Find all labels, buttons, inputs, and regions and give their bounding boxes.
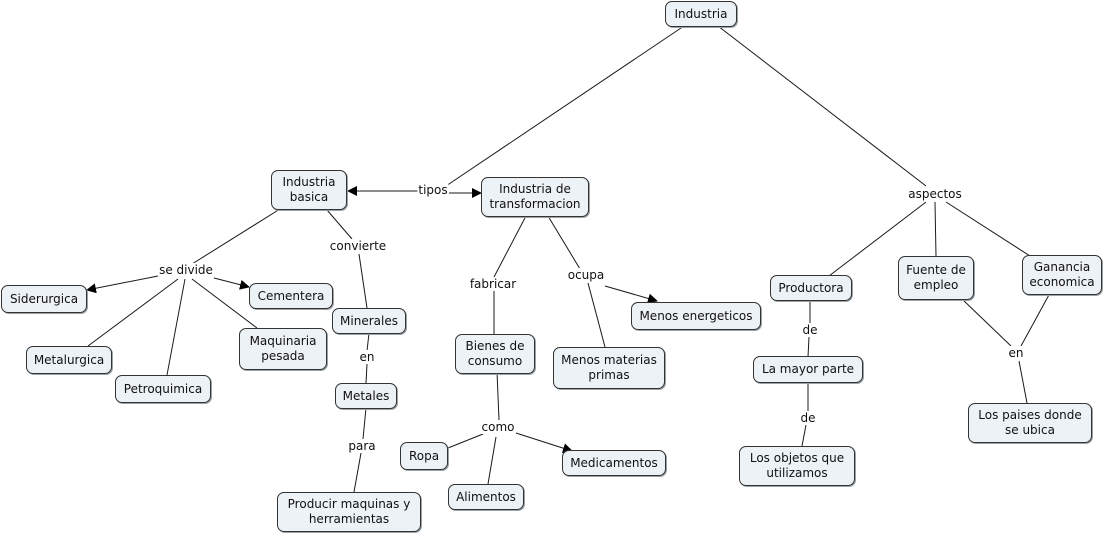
edge-aspectos-ganancia [945,201,1031,257]
edge-como-medicamentos [515,432,573,454]
edge-aspectos-fuente [934,201,937,257]
node-paises-ubica[interactable]: Los paises donde se ubica [968,403,1092,443]
edge-industria-tipos [445,25,685,187]
node-menos-energeticos[interactable]: Menos energeticos [631,302,761,330]
edge-ocupa-menos-energeticos [604,285,658,304]
node-siderurgica[interactable]: Siderurgica [1,285,87,313]
node-metales[interactable]: Metales [335,383,397,409]
link-en-paises[interactable]: en [1007,346,1025,360]
edge-de-mayor-parte [807,336,810,358]
edge-de-objetos [801,424,807,447]
edge-en-metales [365,363,368,384]
edge-transformacion-fabricar [493,215,527,278]
edge-minerales-en [366,332,370,352]
edge-ocupa-menos-materias [587,282,606,348]
link-para[interactable]: para [347,439,377,453]
node-industria-basica[interactable]: Industria basica [271,170,347,210]
edge-convierte-minerales [358,253,368,309]
edge-metales-para [362,407,367,440]
edge-se-divide-cementera [213,277,250,290]
edge-se-divide-siderurgica [86,275,159,294]
edge-industria-aspectos [717,25,927,187]
edge-basica-se-divide [191,208,281,265]
node-metalurgica[interactable]: Metalurgica [26,346,112,374]
node-industria-transformacion[interactable]: Industria de transformacion [481,177,589,217]
node-mayor-parte[interactable]: La mayor parte [753,356,863,383]
node-producir-maquinas[interactable]: Producir maquinas y herramientas [277,492,421,532]
edge-como-alimentos [487,436,497,485]
link-tipos[interactable]: tipos [417,183,449,197]
link-ocupa[interactable]: ocupa [566,268,606,282]
edge-se-divide-petroquimica [166,278,186,376]
edge-basica-convierte [326,209,353,240]
edge-como-ropa [447,433,484,449]
edge-ganancia-en [1020,292,1051,347]
link-de-productora[interactable]: de [801,323,819,337]
edge-transformacion-ocupa [547,215,581,270]
node-fuente-empleo[interactable]: Fuente de empleo [898,256,974,300]
node-minerales[interactable]: Minerales [332,308,406,334]
link-fabricar[interactable]: fabricar [468,277,518,291]
link-en-minerales[interactable]: en [358,350,376,364]
node-cementera[interactable]: Cementera [249,283,333,309]
edge-se-divide-metalurgica [87,278,179,347]
node-bienes-consumo[interactable]: Bienes de consumo [455,334,535,374]
edge-fuente-en [961,298,1012,347]
link-de-mayor-parte[interactable]: de [799,411,817,425]
link-como[interactable]: como [480,420,516,434]
node-ropa[interactable]: Ropa [400,442,448,470]
node-alimentos[interactable]: Alimentos [448,484,524,510]
edge-para-producir [353,452,362,493]
edge-se-divide-maquinaria [191,278,258,329]
node-industria[interactable]: Industria [665,1,737,27]
edge-bienes-como [496,371,500,421]
link-convierte[interactable]: convierte [328,239,388,253]
node-objetos-utilizamos[interactable]: Los objetos que utilizamos [739,446,855,486]
link-aspectos[interactable]: aspectos [907,187,963,201]
node-petroquimica[interactable]: Petroquimica [115,375,211,403]
edge-aspectos-productora [828,201,927,277]
link-se-divide[interactable]: se divide [158,263,214,277]
edge-en-paises [1018,360,1028,404]
node-medicamentos[interactable]: Medicamentos [562,450,666,476]
node-maquinaria-pesada[interactable]: Maquinaria pesada [239,328,327,370]
node-productora[interactable]: Productora [770,275,852,301]
node-ganancia-economica[interactable]: Ganancia economica [1022,255,1102,295]
node-menos-materias-primas[interactable]: Menos materias primas [553,347,665,389]
